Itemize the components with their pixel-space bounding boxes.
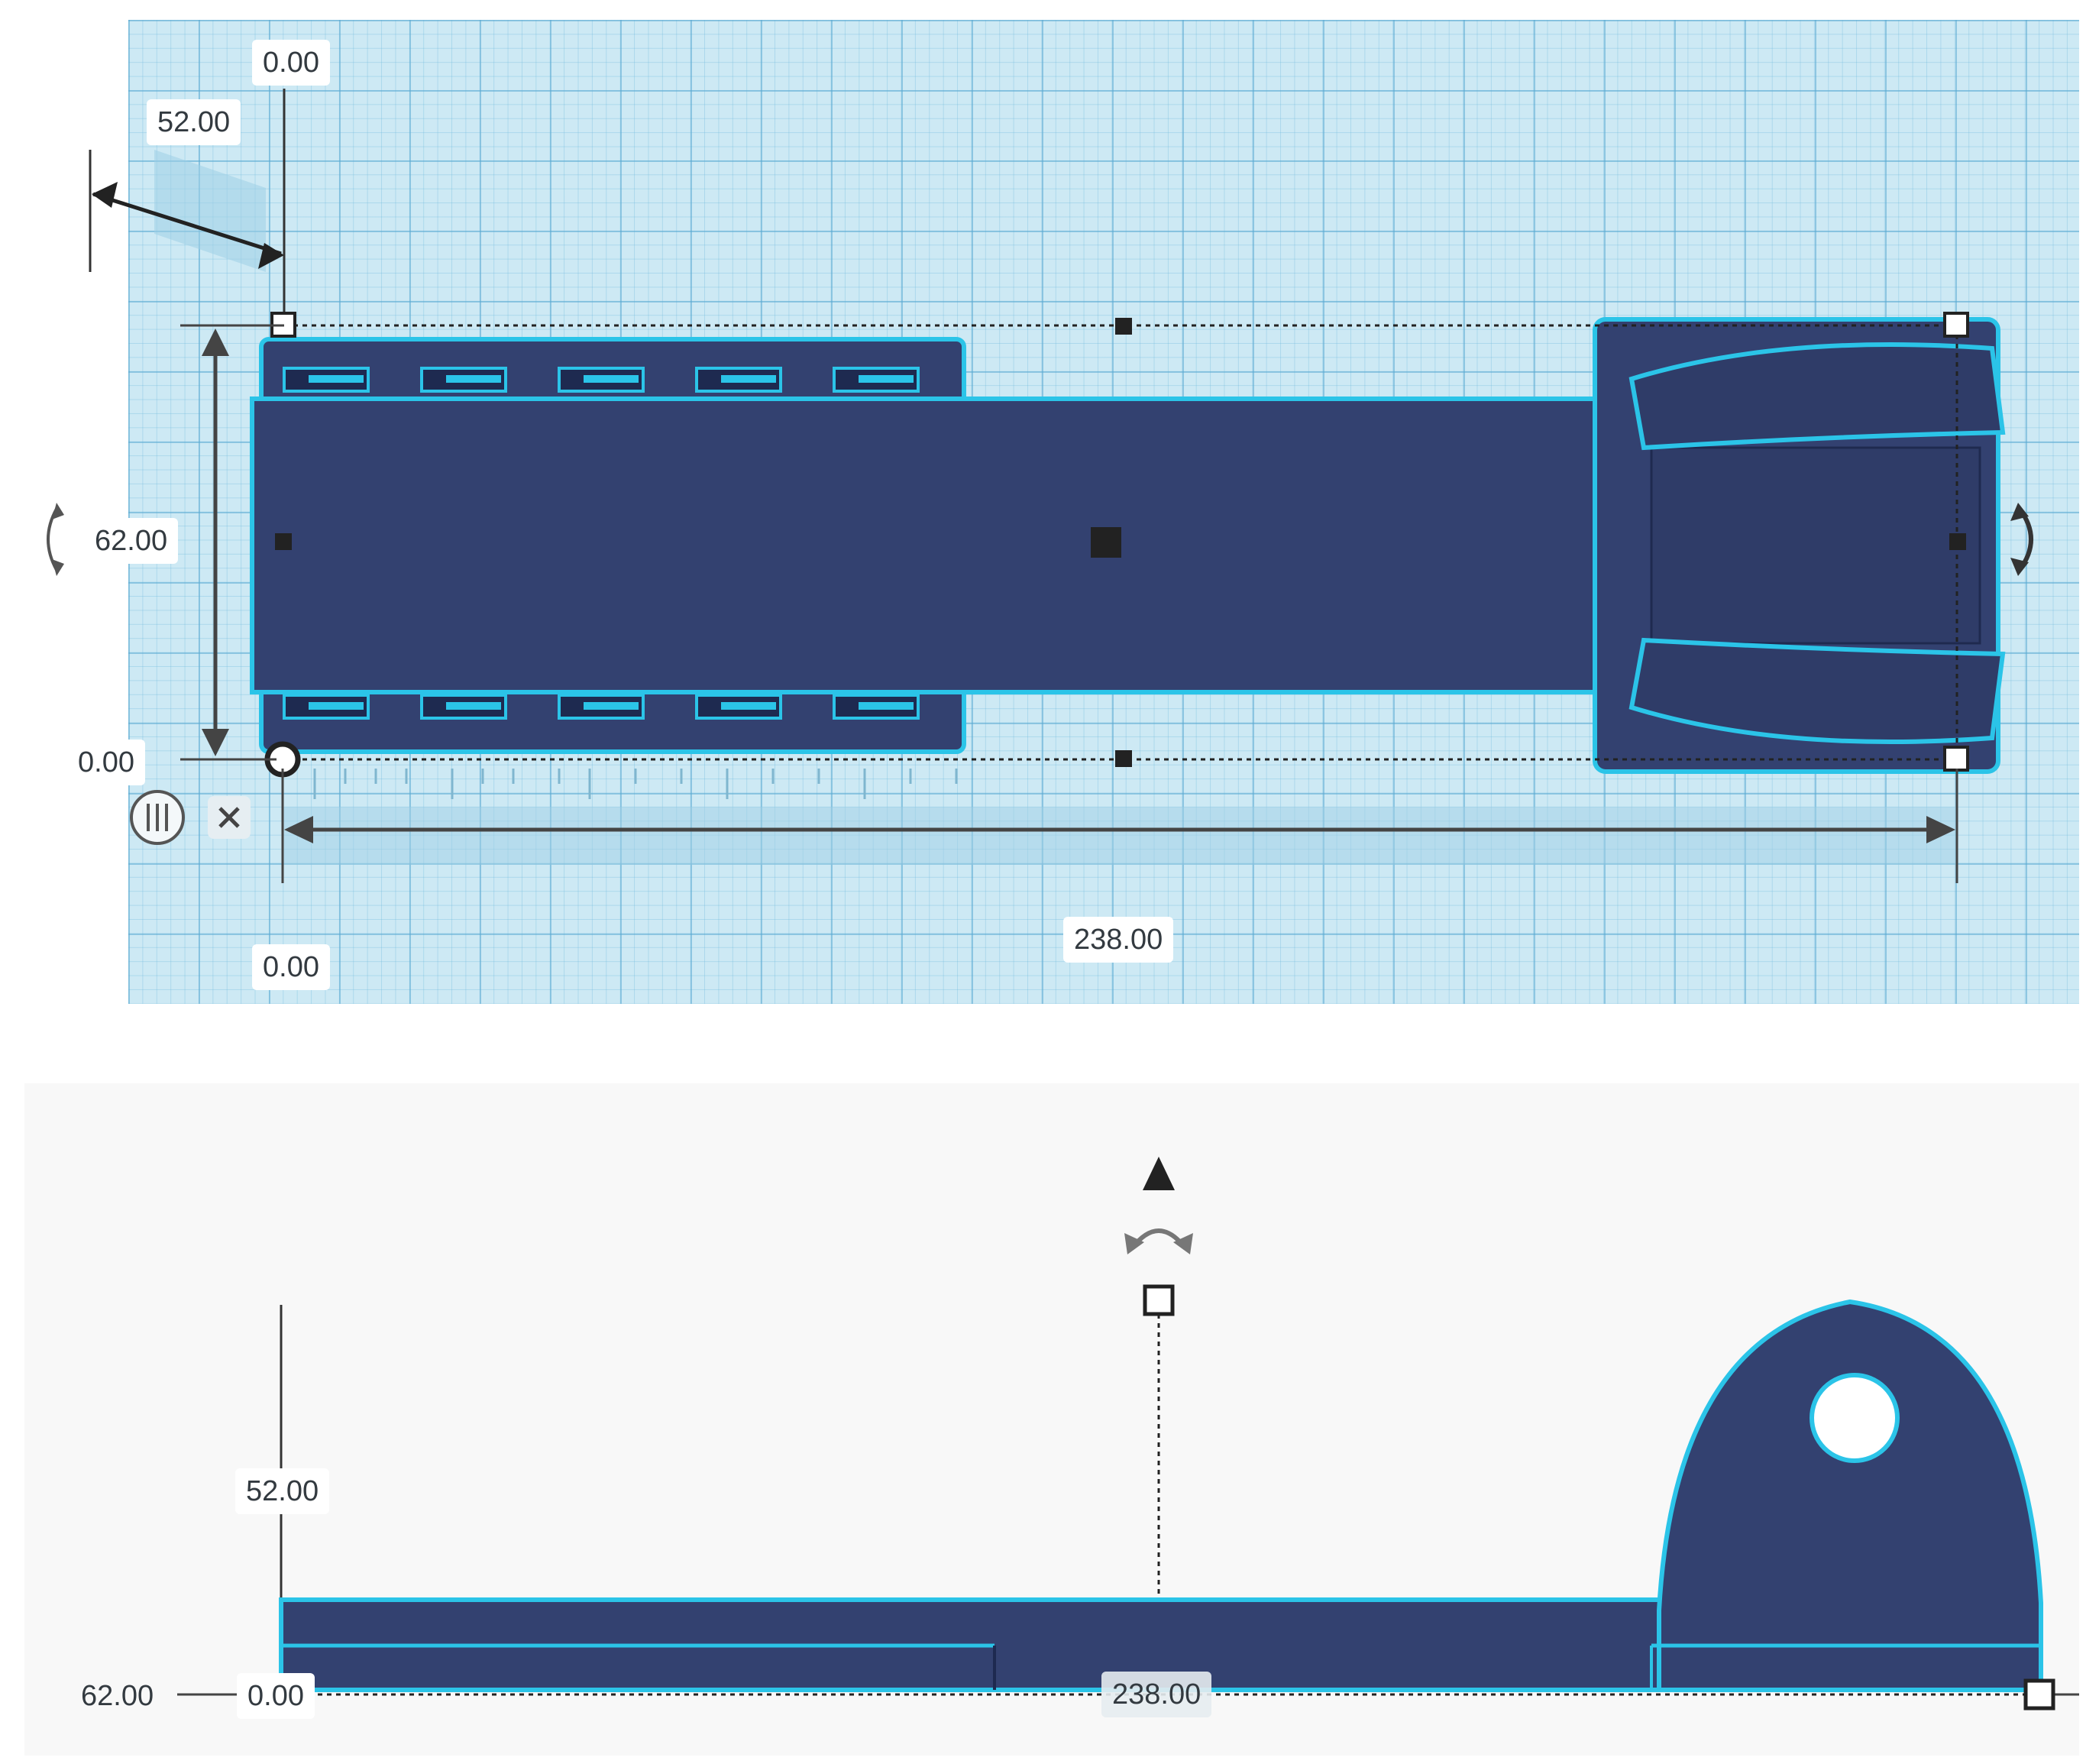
rotate-icon-left[interactable] bbox=[47, 503, 64, 576]
shape-main[interactable] bbox=[250, 317, 2006, 774]
up-arrow-icon[interactable] bbox=[1143, 1157, 1175, 1190]
width-dimension bbox=[281, 769, 1958, 883]
left-zero-label[interactable]: 0.00 bbox=[67, 740, 145, 785]
width-value-label[interactable]: 238.00 bbox=[1063, 917, 1174, 963]
height-handle[interactable] bbox=[1143, 1284, 1175, 1316]
corner-handle[interactable] bbox=[2023, 1678, 2055, 1711]
height-value-label[interactable]: 62.00 bbox=[84, 518, 179, 564]
height-value-label[interactable]: 52.00 bbox=[235, 1468, 330, 1514]
width-value-label[interactable]: 238.00 bbox=[1101, 1672, 1212, 1717]
rotate-icon[interactable] bbox=[1124, 1228, 1193, 1254]
rotation-indicator[interactable] bbox=[89, 89, 286, 318]
height-dimension bbox=[180, 324, 284, 761]
zero-label[interactable]: 0.00 bbox=[237, 1673, 315, 1719]
top-view-canvas bbox=[47, 89, 2033, 883]
bottom-zero-label[interactable]: 0.00 bbox=[252, 944, 330, 990]
close-icon[interactable] bbox=[208, 796, 251, 839]
depth-value-label[interactable]: 62.00 bbox=[81, 1680, 154, 1712]
rotate-icon-right[interactable] bbox=[2010, 503, 2033, 576]
side-view-panel: 52.00 62.00 0.00 238.00 bbox=[24, 1083, 2079, 1756]
shape-side-profile[interactable] bbox=[279, 1299, 2043, 1692]
side-view-canvas bbox=[177, 1157, 2079, 1711]
rotation-value-label[interactable]: 52.00 bbox=[147, 99, 241, 145]
top-zero-label[interactable]: 0.00 bbox=[252, 40, 330, 86]
ruler-icon[interactable] bbox=[130, 790, 185, 845]
top-view-panel: 0.00 52.00 62.00 0.00 0.00 238.00 bbox=[24, 20, 2079, 1004]
edge-handles[interactable] bbox=[275, 318, 1966, 767]
